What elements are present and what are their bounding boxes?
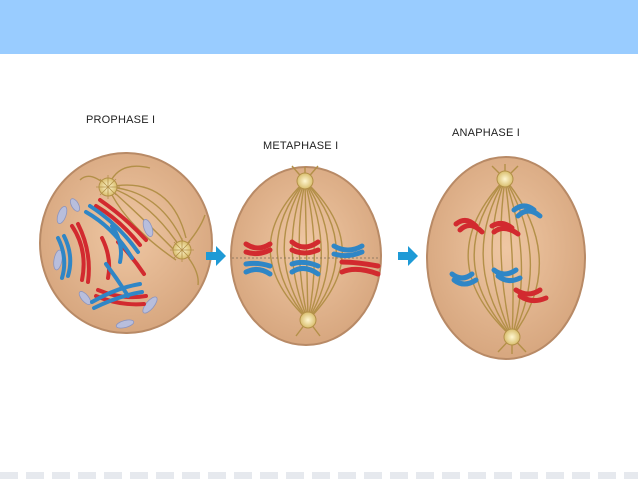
metaphase-centrosome-top [297, 173, 313, 189]
anaphase-centrosome-bottom [504, 329, 520, 345]
anaphase-cell [427, 157, 585, 359]
metaphase-cell [231, 166, 381, 345]
prophase-cell [40, 153, 212, 333]
arrow-right-icon [398, 246, 418, 266]
bottom-decoration-strip [0, 472, 638, 479]
metaphase-centrosome-bottom [300, 312, 316, 328]
anaphase-centrosome-top [497, 171, 513, 187]
